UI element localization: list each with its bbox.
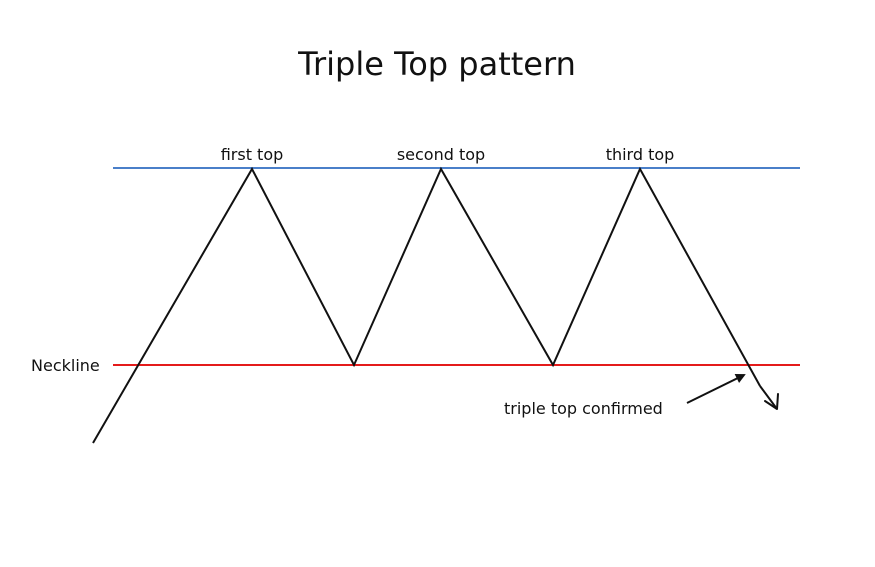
price-arrow-tail — [759, 385, 778, 410]
label-neckline: Neckline — [31, 356, 100, 375]
label-second-top: second top — [397, 145, 485, 164]
price-path — [92, 166, 761, 444]
label-third-top: third top — [606, 145, 675, 164]
label-triple-top-confirmed: triple top confirmed — [504, 399, 663, 418]
confirmation-arrow — [686, 374, 746, 404]
label-first-top: first top — [221, 145, 284, 164]
diagram-title: Triple Top pattern — [297, 45, 576, 83]
